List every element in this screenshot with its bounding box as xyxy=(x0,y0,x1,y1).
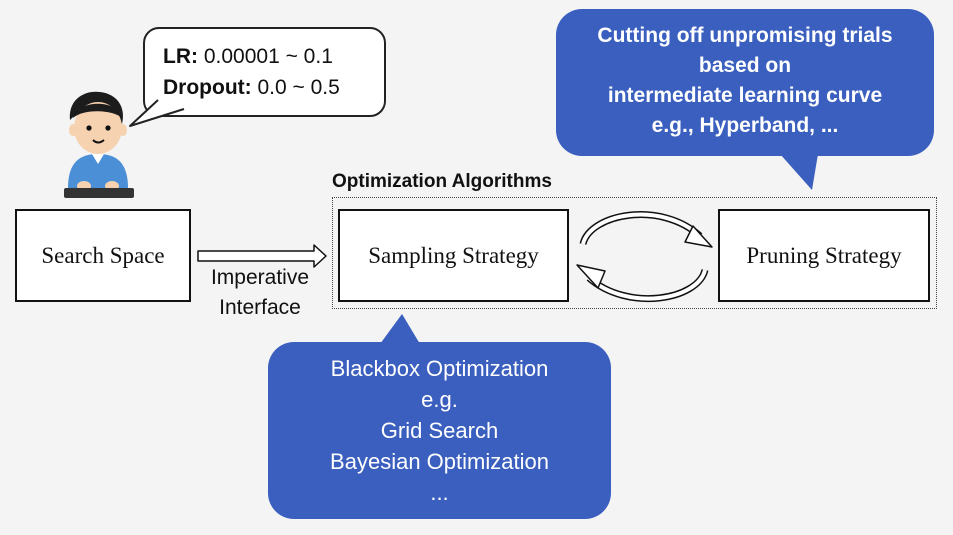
interface-line: Interface xyxy=(219,296,301,319)
dropout-value: 0.0 ~ 0.5 xyxy=(257,76,340,99)
dropout-line: Dropout: 0.0 ~ 0.5 xyxy=(163,72,384,103)
imperative-interface-label: Imperative Interface xyxy=(190,263,330,323)
sampling-callout-tail xyxy=(380,314,420,344)
hyperparameter-speech-bubble: LR: 0.00001 ~ 0.1 Dropout: 0.0 ~ 0.5 xyxy=(143,27,386,117)
dropout-label: Dropout: xyxy=(163,76,252,99)
pruning-callout-line-1: Cutting off unpromising trials xyxy=(597,24,893,47)
pruning-callout-line-2: based on xyxy=(698,54,792,77)
pruning-callout-line-3: intermediate learning curve xyxy=(607,84,883,107)
lr-label: LR: xyxy=(163,45,198,68)
sampling-callout-line-1: Blackbox Optimization xyxy=(330,356,549,381)
sampling-strategy-box: Sampling Strategy xyxy=(338,209,569,302)
sampling-callout: Blackbox Optimization e.g. Grid Search B… xyxy=(268,342,611,519)
sampling-callout-line-5: ... xyxy=(430,480,449,505)
search-space-label: Search Space xyxy=(41,242,165,268)
lr-line: LR: 0.00001 ~ 0.1 xyxy=(163,41,384,72)
lr-value: 0.00001 ~ 0.1 xyxy=(203,45,333,68)
pruning-callout: Cutting off unpromising trials based on … xyxy=(556,9,934,156)
sampling-callout-line-2: e.g. xyxy=(421,387,458,412)
sampling-callout-line-4: Bayesian Optimization xyxy=(330,449,549,474)
pruning-callout-line-4: e.g., Hyperband, ... xyxy=(651,114,839,137)
pruning-strategy-box: Pruning Strategy xyxy=(718,209,930,302)
optimization-algorithms-title: Optimization Algorithms xyxy=(332,171,552,192)
pruning-strategy-label: Pruning Strategy xyxy=(746,242,902,268)
person-at-computer-icon xyxy=(64,91,134,198)
search-space-box: Search Space xyxy=(15,209,191,302)
sampling-callout-line-3: Grid Search xyxy=(380,418,499,443)
pruning-callout-tail xyxy=(780,154,818,190)
sampling-strategy-label: Sampling Strategy xyxy=(368,242,539,268)
optimization-algorithms-frame xyxy=(332,197,937,309)
imperative-line: Imperative xyxy=(210,266,310,289)
